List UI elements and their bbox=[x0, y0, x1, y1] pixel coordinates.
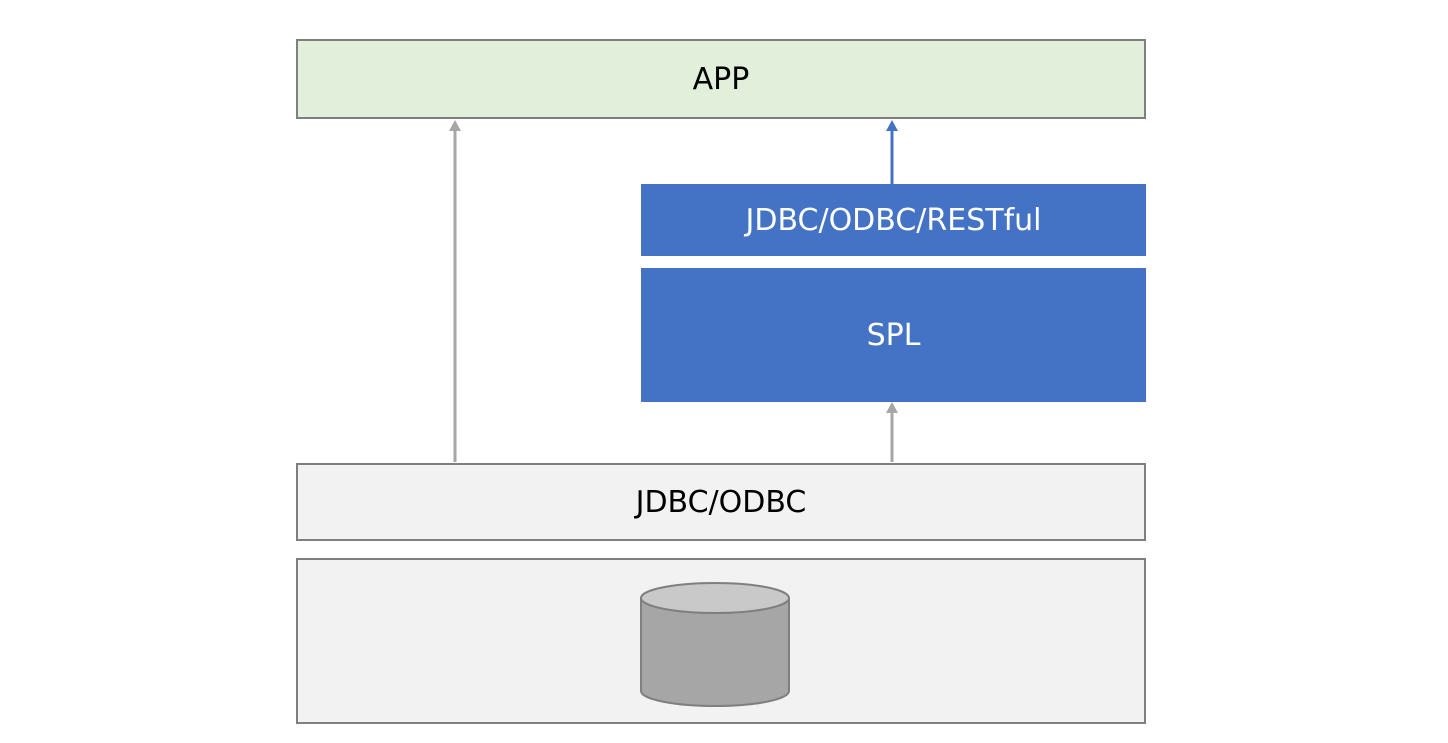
arrowhead-api-to-app bbox=[886, 120, 898, 131]
app-label: APP bbox=[692, 61, 750, 97]
arrowhead-jdbc-to-app bbox=[449, 120, 461, 131]
api-interface-label: JDBC/ODBC/RESTful bbox=[745, 202, 1042, 238]
api-interface-box: JDBC/ODBC/RESTful bbox=[641, 184, 1146, 256]
jdbc-odbc-box: JDBC/ODBC bbox=[296, 463, 1146, 541]
app-box: APP bbox=[296, 39, 1146, 119]
spl-box: SPL bbox=[641, 268, 1146, 402]
spl-label: SPL bbox=[866, 317, 921, 353]
database-box bbox=[296, 558, 1146, 724]
jdbc-odbc-label: JDBC/ODBC bbox=[635, 484, 807, 520]
arrowhead-jdbc-to-spl bbox=[886, 402, 898, 413]
